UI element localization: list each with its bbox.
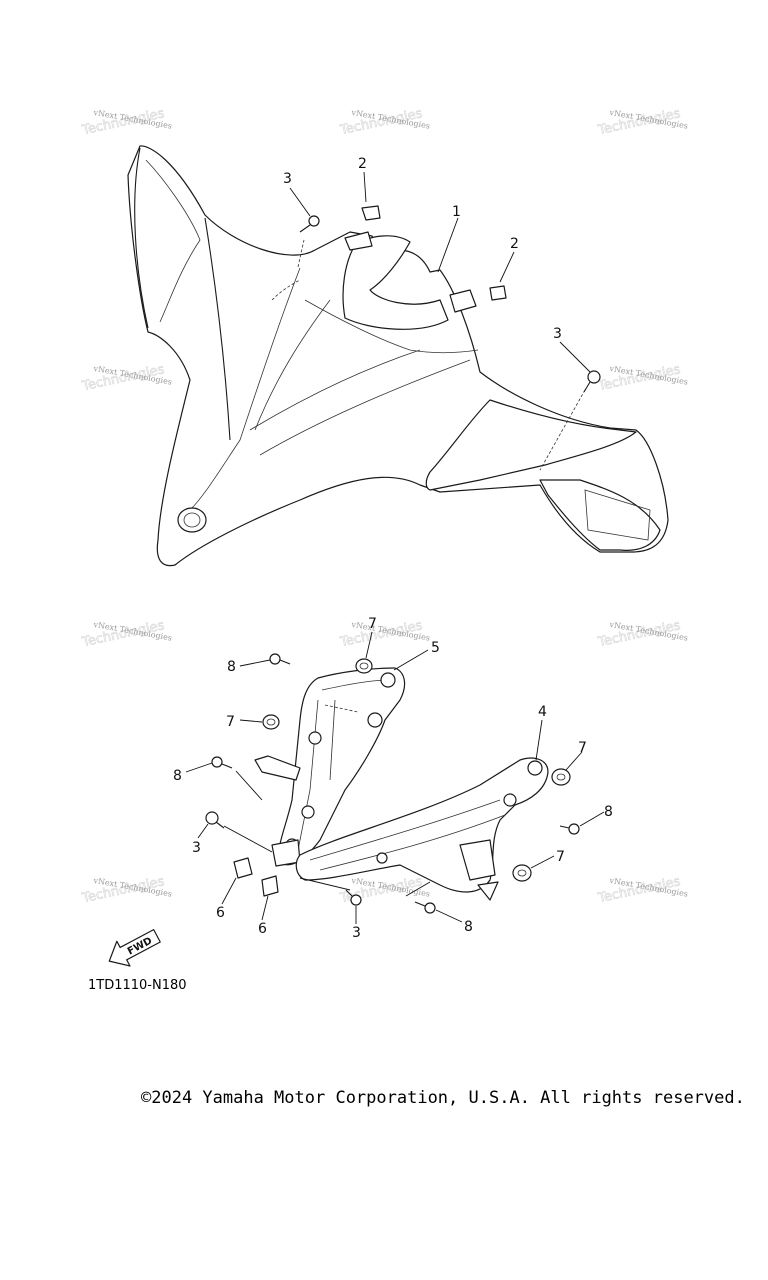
grommet-part-7c [551, 768, 571, 786]
fwd-arrow-icon: FWD [108, 929, 161, 967]
watermark: Technologies vNext Technologies [80, 618, 173, 651]
callout-7: 7 [578, 740, 587, 756]
callout-3: 3 [553, 326, 562, 342]
clip-part-2b [489, 285, 507, 301]
callout-8: 8 [227, 659, 236, 675]
watermark: Technologies vNext Technologies [80, 874, 173, 907]
copyright-notice: ©2024 Yamaha Motor Corporation, U.S.A. A… [141, 1088, 745, 1108]
grommet-part-7b [262, 714, 280, 730]
watermark: Technologies vNext Technologies [596, 874, 689, 907]
callout-7: 7 [368, 616, 377, 632]
bolt-part-8c [559, 823, 580, 835]
leader-lines [185, 171, 605, 924]
watermark: Technologies vNext Technologies [80, 106, 173, 139]
callout-6: 6 [258, 921, 267, 937]
callout-7: 7 [226, 714, 235, 730]
callout-6: 6 [216, 905, 225, 921]
callouts: 1 2 2 3 3 3 3 4 5 6 6 7 7 7 7 8 8 8 8 [173, 156, 613, 941]
stay-bracket-part-5 [254, 667, 406, 867]
callout-8: 8 [604, 804, 613, 820]
bolt-part-8a [269, 653, 291, 665]
callout-3: 3 [283, 171, 292, 187]
watermark: Technologies vNext Technologies [596, 362, 689, 395]
clip-part-2a [361, 205, 381, 221]
front-fender-part [127, 145, 669, 567]
callout-4: 4 [538, 704, 547, 720]
callout-3: 3 [352, 925, 361, 941]
fastener-part-3c [205, 811, 225, 829]
stay-bracket-part-4 [295, 757, 549, 901]
callout-7: 7 [556, 849, 565, 865]
callout-2: 2 [510, 236, 519, 252]
callout-2: 2 [358, 156, 367, 172]
watermark: Technologies vNext Technologies [338, 618, 431, 651]
clip-part-6b [261, 875, 279, 897]
bolt-part-8b [211, 756, 233, 769]
watermark: Technologies vNext Technologies [596, 618, 689, 651]
callout-8: 8 [464, 919, 473, 935]
callout-1: 1 [452, 204, 461, 220]
fastener-part-3b [583, 370, 601, 393]
grommet-part-7d [512, 864, 532, 882]
fastener-part-3d [345, 889, 362, 906]
fastener-part-3a [299, 215, 320, 233]
watermark: Technologies vNext Technologies [80, 362, 173, 395]
drawing-code: 1TD1110-N180 [88, 978, 187, 993]
callout-3: 3 [192, 840, 201, 856]
callout-8: 8 [173, 768, 182, 784]
bolt-part-8d [414, 901, 436, 914]
grommet-part-7a [355, 658, 373, 674]
callout-5: 5 [431, 640, 440, 656]
watermark: Technologies vNext Technologies [596, 106, 689, 139]
clip-part-6a [233, 857, 253, 879]
watermark: Technologies vNext Technologies [338, 106, 431, 139]
